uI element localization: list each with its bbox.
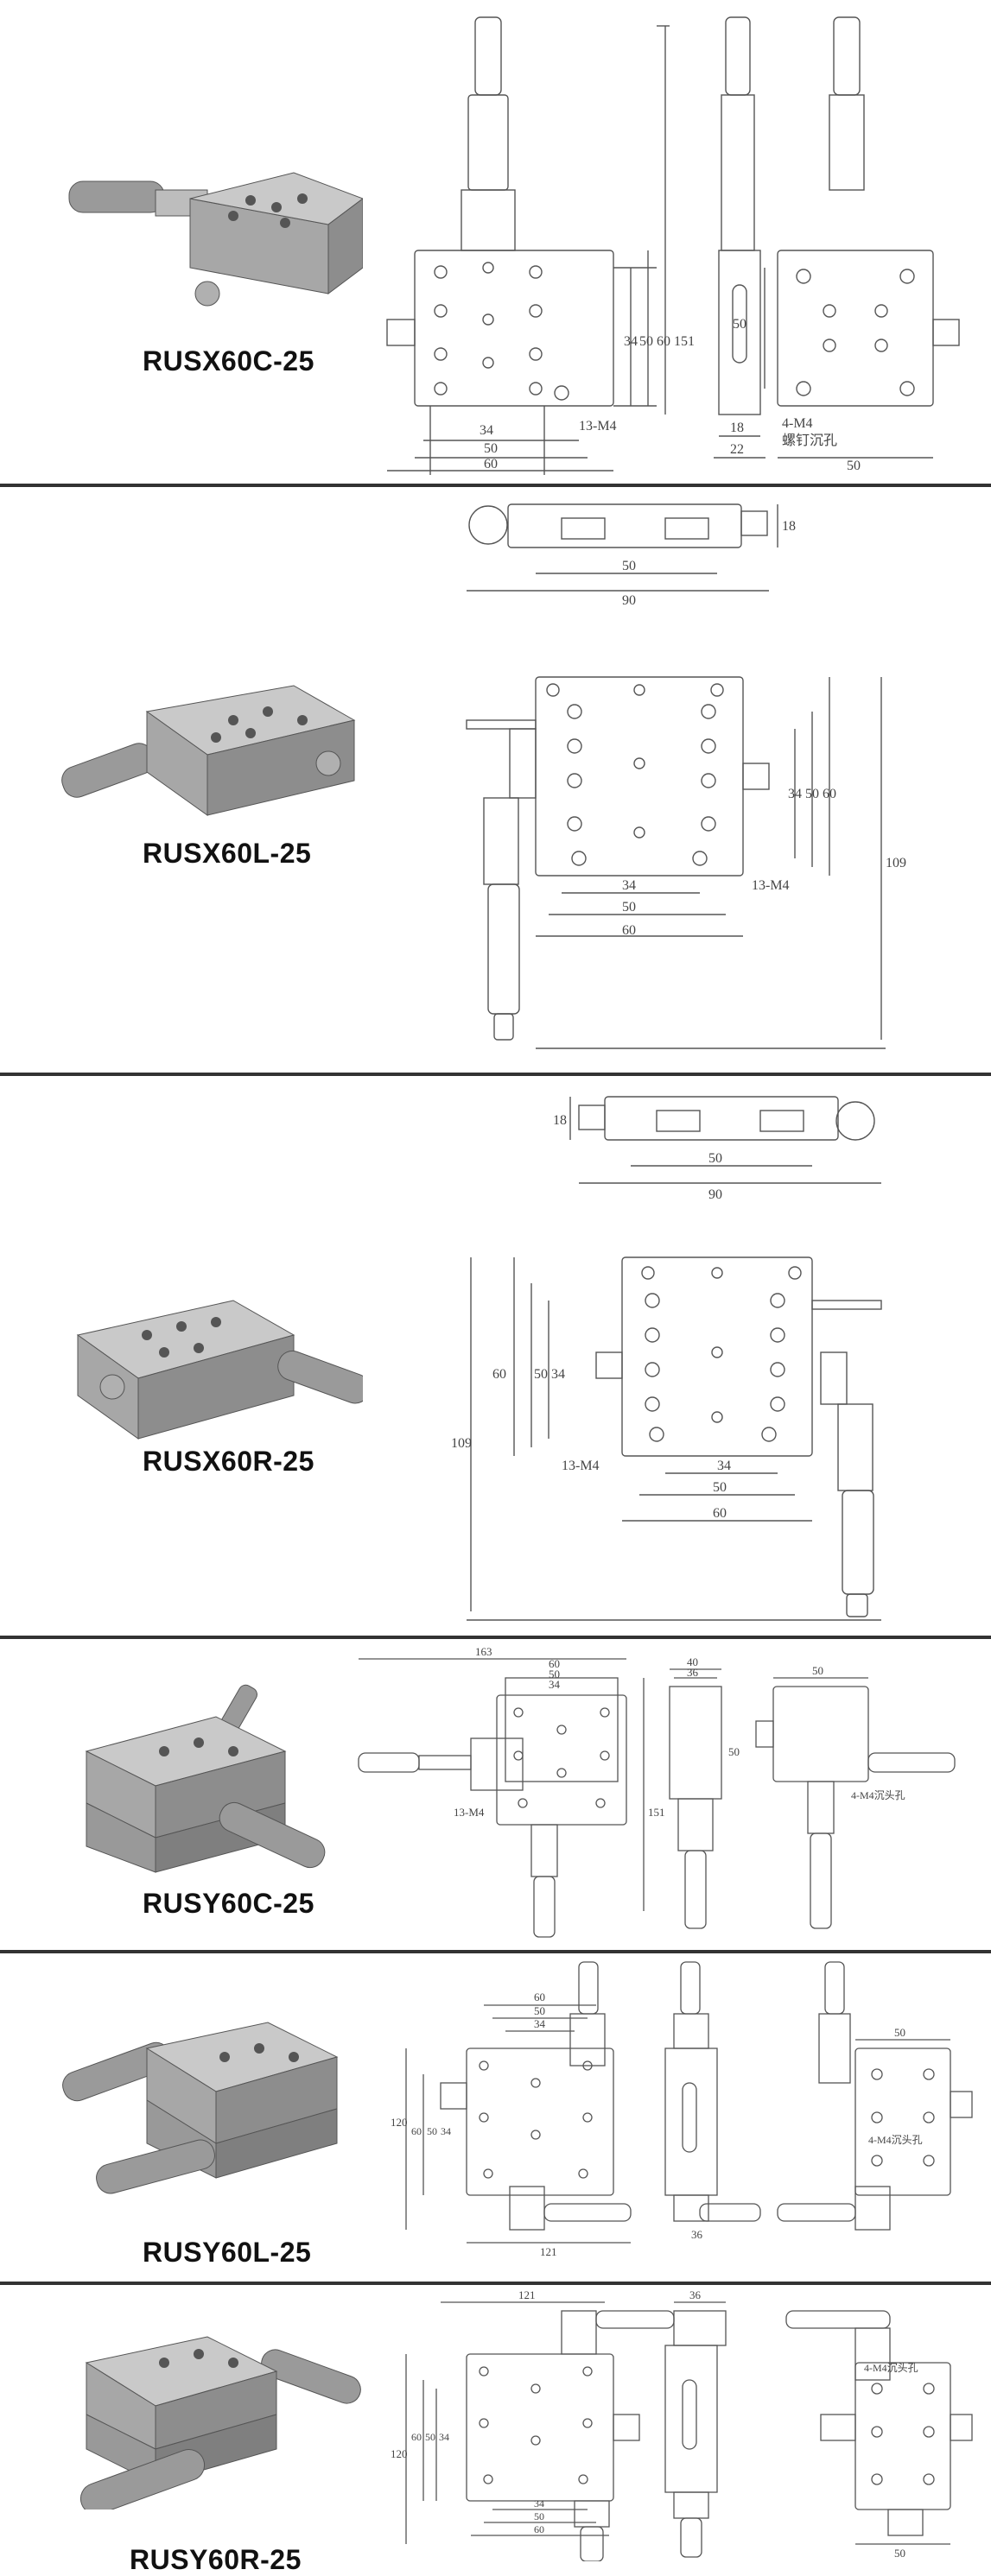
product-model-label: RUSY60L-25 — [143, 2237, 312, 2268]
dim-label: 60 — [534, 1991, 545, 2003]
dim-label: 90 — [708, 1187, 722, 1202]
dim-label: 109 — [451, 1436, 472, 1451]
section-divider — [0, 2282, 991, 2285]
dim-label: 4-M4 — [782, 416, 813, 431]
dim-label: 34 — [534, 2017, 546, 2030]
dim-label: 34 — [534, 2497, 544, 2510]
dim-label: 50 — [708, 1151, 722, 1166]
dim-label: 121 — [518, 2288, 536, 2301]
dim-label: 36 — [687, 1666, 699, 1679]
dim-label: 18 — [553, 1113, 567, 1128]
product-section-rusy60r: RUSY60R-25 — [0, 2285, 991, 2575]
product-model-label: RUSY60R-25 — [130, 2544, 302, 2575]
technical-drawing-rusy60l: 60 50 34 120 60 50 34 121 36 50 4-M4沉头孔 — [391, 1961, 973, 2258]
dim-label: 50 — [622, 900, 636, 915]
dim-label: 151 — [674, 334, 695, 349]
dim-label: 34 — [441, 2125, 451, 2137]
dim-label: 60 — [549, 1657, 560, 1670]
dim-label: 40 — [687, 1655, 698, 1668]
product-photo-rusy60r — [79, 2336, 361, 2510]
product-section-rusy60l: RUSY60L-25 — [0, 1953, 991, 2282]
product-photo-rusy60l — [62, 2022, 339, 2194]
dim-label: 50 — [733, 317, 746, 332]
dim-label: 120 — [391, 2116, 408, 2129]
dim-label: 36 — [689, 2288, 702, 2301]
dim-label: 109 — [886, 856, 906, 870]
dim-label: 60 — [411, 2125, 422, 2137]
dim-label: 120 — [391, 2447, 408, 2460]
technical-drawing-rusx60c: 34 50 60 34 50 60 151 13-M4 50 18 22 4-M… — [386, 16, 960, 475]
technical-drawing-rusx60l: 18 50 90 34 50 60 34 50 60 109 13-M4 — [466, 503, 906, 1049]
dim-label: 60 — [492, 1367, 506, 1382]
dim-label: 50 — [639, 334, 653, 349]
dim-label: 60 — [657, 334, 670, 349]
dim-label: 60 — [823, 787, 836, 801]
dim-label: 50 — [534, 1367, 548, 1382]
product-model-label: RUSY60C-25 — [143, 1888, 314, 1919]
dim-label: 60 — [713, 1506, 727, 1521]
dim-label: 50 — [622, 559, 636, 573]
dim-label: 34 — [549, 1678, 561, 1691]
dim-label: 60 — [484, 457, 498, 472]
product-photo-rusx60r — [76, 1300, 363, 1440]
product-section-rusx60l: RUSX60L-25 — [0, 487, 991, 1073]
dim-label: 50 — [427, 2125, 437, 2137]
section-divider — [0, 1950, 991, 1953]
dim-label: 50 — [728, 1745, 740, 1758]
section-divider — [0, 1636, 991, 1639]
dim-label: 34 — [551, 1367, 565, 1382]
product-model-label: RUSX60C-25 — [143, 345, 314, 377]
dim-label: 151 — [648, 1806, 665, 1819]
dim-label: 4-M4沉头孔 — [851, 1789, 905, 1801]
product-photo-rusy60c — [85, 1684, 326, 1873]
dim-label: 4-M4沉头孔 — [868, 2134, 923, 2146]
dim-label: 50 — [425, 2431, 435, 2443]
dim-label: 50 — [894, 2026, 905, 2039]
dim-label: 13-M4 — [454, 1806, 485, 1819]
dim-label: 50 — [713, 1480, 727, 1495]
dim-label: 50 — [812, 1664, 823, 1677]
dim-label: 163 — [475, 1645, 492, 1658]
dim-label: 50 — [805, 787, 819, 801]
dim-label: 18 — [730, 421, 744, 435]
dim-label: 13-M4 — [579, 419, 617, 434]
section-divider — [0, 484, 991, 487]
dim-label: 22 — [730, 442, 744, 457]
section-divider — [0, 1073, 991, 1076]
product-photo-rusx60l — [61, 685, 356, 816]
product-section-rusx60c: RUSX60C-25 — [0, 0, 991, 484]
product-photo-rusx60c — [68, 172, 363, 307]
dim-label: 90 — [622, 593, 636, 608]
product-section-rusy60c: RUSY60C-25 — [0, 1639, 991, 1950]
dim-label: 13-M4 — [562, 1459, 600, 1473]
dim-label: 18 — [782, 519, 796, 534]
dim-label: 4-M4沉头孔 — [864, 2362, 918, 2374]
dim-label: 50 — [847, 459, 861, 473]
technical-drawing-rusy60c: 163 60 50 34 13-M4 151 40 36 50 50 4-M4沉… — [358, 1645, 956, 1938]
dim-label: 34 — [480, 423, 493, 438]
dim-label: 50 — [534, 2004, 545, 2017]
product-section-rusx60r: RUSX60R-25 — [0, 1076, 991, 1636]
dim-label: 60 — [534, 2523, 544, 2535]
dim-label: 34 — [624, 334, 638, 349]
product-model-label: RUSX60R-25 — [143, 1446, 314, 1477]
dim-label: 50 — [549, 1668, 560, 1680]
technical-drawing-rusx60r: 18 50 90 34 50 60 34 50 60 109 13-M4 — [451, 1096, 882, 1621]
dim-label: 36 — [691, 2228, 703, 2241]
dim-label: 60 — [411, 2431, 422, 2443]
dim-label: 50 — [534, 2510, 544, 2522]
dim-label: 34 — [788, 787, 802, 801]
dim-label: 121 — [540, 2245, 557, 2258]
technical-drawing-rusy60r: 121 34 50 60 120 60 50 34 36 4-M4沉头孔 50 — [391, 2288, 973, 2561]
dim-label: 13-M4 — [752, 878, 790, 893]
dim-label: 34 — [439, 2431, 449, 2443]
dim-label: 34 — [622, 878, 636, 893]
dim-label: 60 — [622, 923, 636, 938]
dim-label: 50 — [894, 2547, 905, 2560]
dim-label: 34 — [717, 1459, 731, 1473]
dim-label: 螺钉沉孔 — [782, 433, 837, 448]
dim-label: 50 — [484, 441, 498, 456]
product-model-label: RUSX60L-25 — [143, 838, 312, 869]
